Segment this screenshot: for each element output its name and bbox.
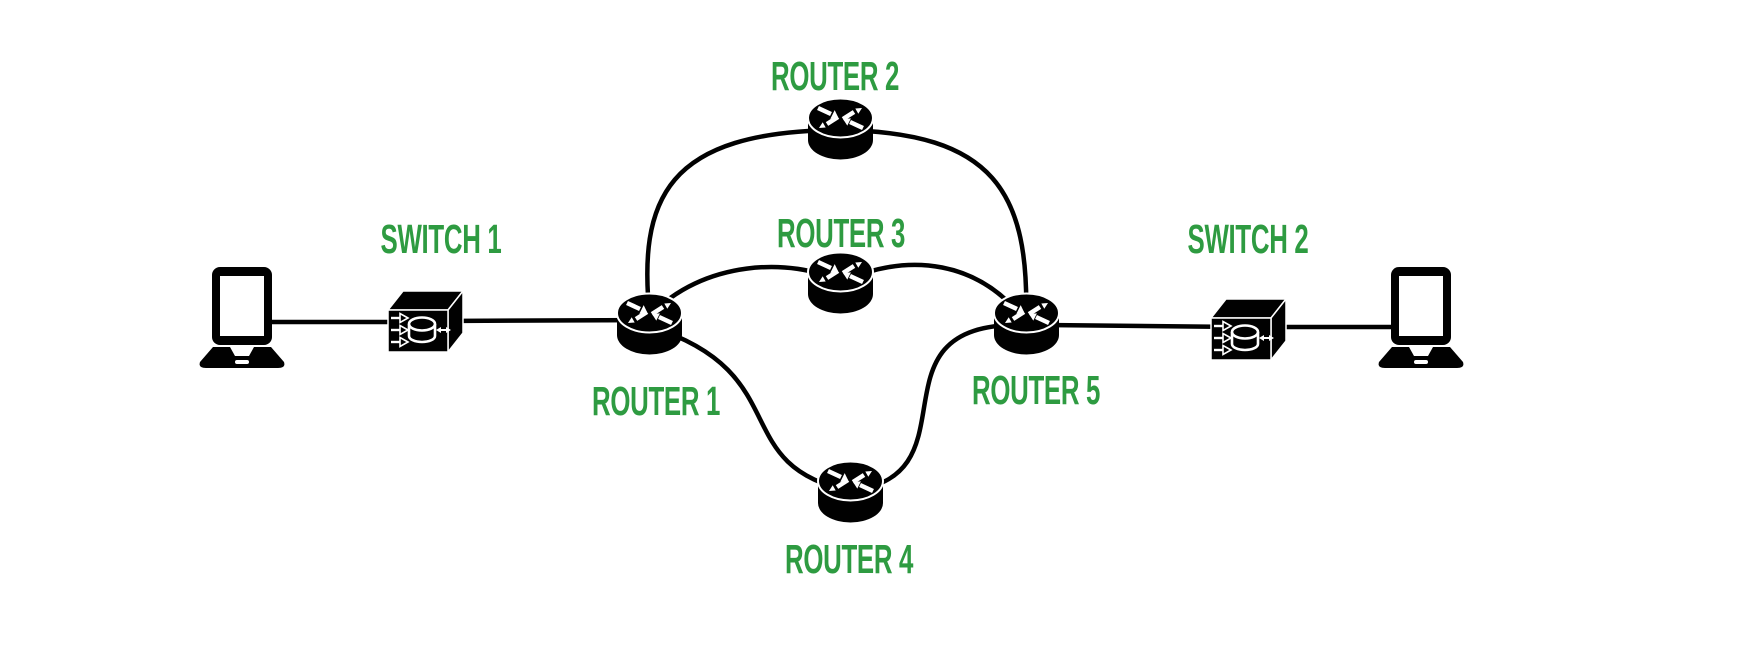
switch-1-label: SWITCH 1	[380, 216, 502, 262]
router-icon	[807, 97, 874, 161]
node-router-1	[616, 292, 683, 356]
link-router-1-router-2	[645, 127, 843, 323]
switch-icon	[386, 288, 464, 354]
router-icon	[807, 251, 874, 315]
router-2-label: ROUTER 2	[771, 53, 900, 99]
router-4-label: ROUTER 4	[785, 536, 914, 582]
switch-2-label: SWITCH 2	[1187, 216, 1309, 262]
router-1-label: ROUTER 1	[592, 378, 721, 424]
node-laptop-1	[197, 267, 287, 369]
node-laptop-2	[1376, 267, 1466, 369]
node-router-5	[993, 292, 1060, 356]
switch-icon	[1209, 296, 1287, 362]
link-router-2-router-5	[837, 127, 1029, 325]
link-router-4-router-5	[846, 322, 1029, 494]
link-router-1-router-4	[649, 324, 852, 494]
router-icon	[817, 460, 884, 524]
router-5-label: ROUTER 5	[972, 367, 1101, 413]
node-switch-1	[386, 288, 464, 354]
router-icon	[616, 292, 683, 356]
link-router-5-switch-2	[1042, 322, 1243, 330]
router-icon	[993, 292, 1060, 356]
link-switch-1-router-1	[437, 317, 653, 324]
laptop-icon	[1376, 267, 1466, 369]
node-router-3	[807, 251, 874, 315]
node-router-2	[807, 97, 874, 161]
laptop-icon	[197, 267, 287, 369]
node-router-4	[817, 460, 884, 524]
router-3-label: ROUTER 3	[777, 210, 906, 256]
node-switch-2	[1209, 296, 1287, 362]
